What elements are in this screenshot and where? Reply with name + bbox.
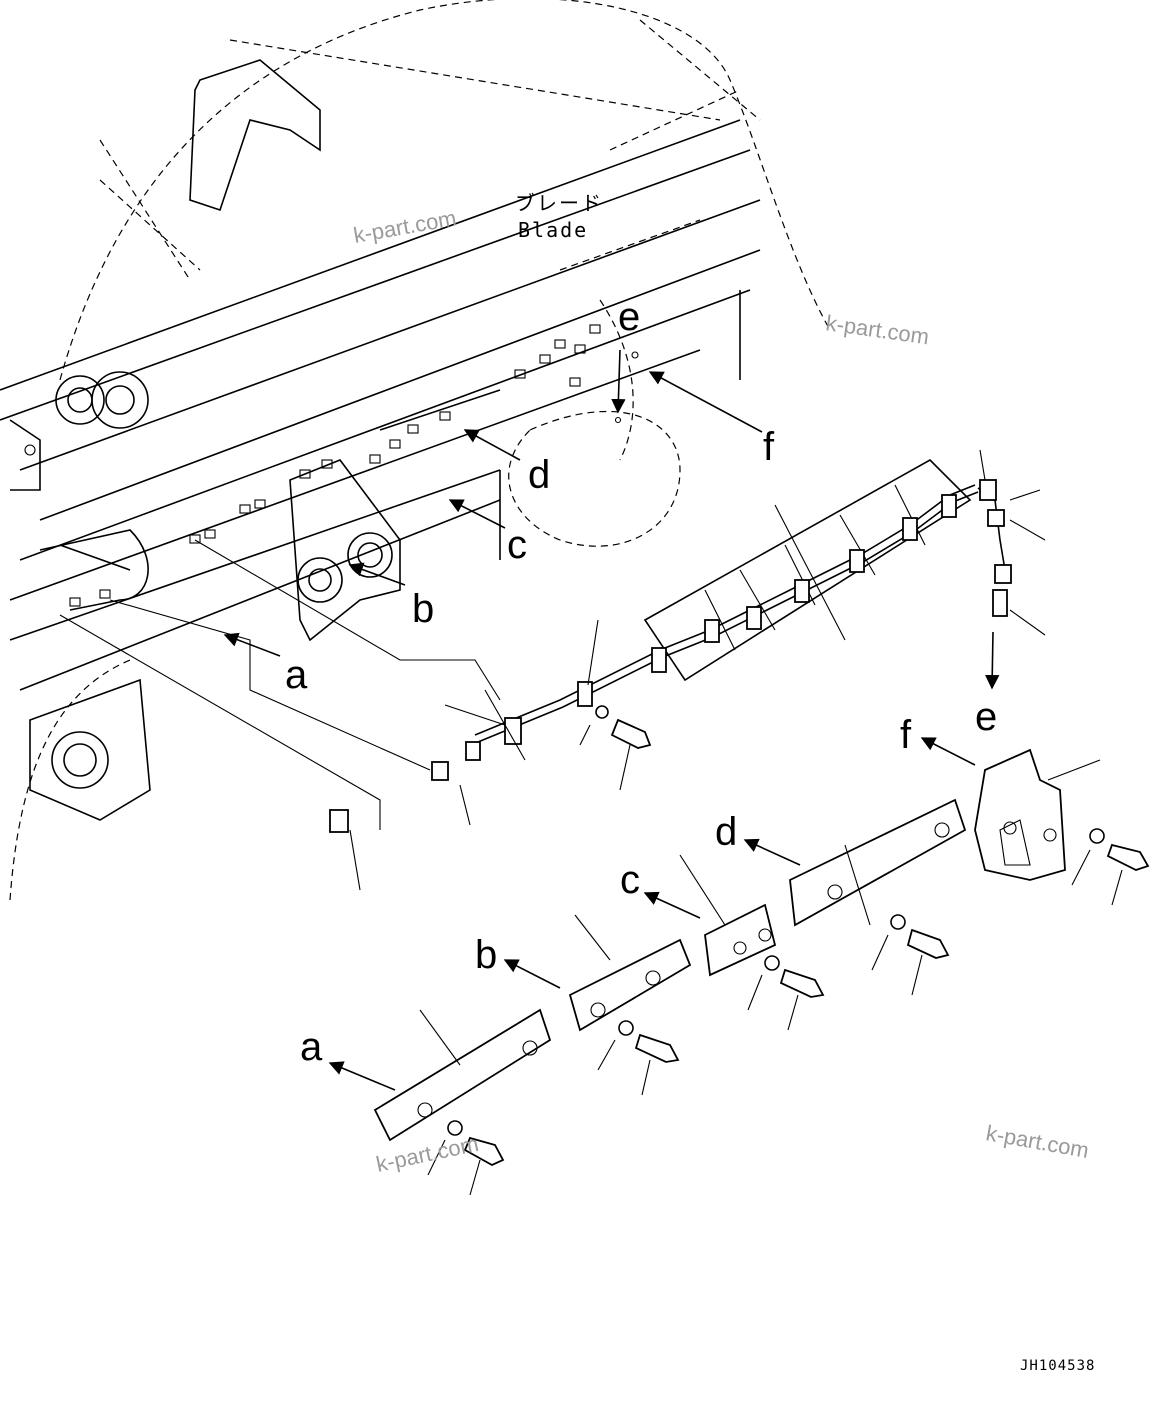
arrow-a-top [223, 632, 281, 657]
label-d-bottom: d [715, 810, 737, 854]
label-a-bottom: a [300, 1025, 323, 1069]
arrow-d-top [463, 429, 521, 461]
label-f-top: f [763, 425, 775, 469]
cover-plates [373, 748, 1066, 1142]
arrow-f-bottom [920, 737, 976, 766]
leader-lines [59, 449, 1123, 1196]
arrow-d-bottom [743, 838, 801, 866]
grease-line-assembly [329, 459, 1012, 833]
blade-frame [0, 59, 761, 821]
label-b-top: b [412, 587, 434, 631]
cover-plate-c [704, 903, 777, 977]
title-jp: ブレード [515, 191, 603, 215]
reference-arrows [223, 349, 1000, 1091]
cover-plate-f [974, 748, 1066, 881]
watermark-2: k-part.com [824, 310, 930, 349]
washers-and-bolts [447, 828, 1150, 1167]
blade-outline [9, 0, 831, 901]
arrow-e-bottom [985, 631, 1000, 690]
label-e-bottom: e [975, 695, 997, 739]
arrow-e-top [611, 349, 626, 414]
label-e-top: e [618, 295, 640, 339]
label-a-top: a [285, 653, 308, 697]
cover-plate-a [373, 1008, 552, 1142]
arrow-b-top [348, 562, 406, 586]
watermark-4: k-part.com [984, 1120, 1091, 1163]
label-b-bottom: b [475, 933, 497, 977]
arrow-b-bottom [503, 959, 561, 989]
title-en: Blade [518, 218, 588, 242]
cover-plate-b [568, 938, 692, 1032]
arrow-f-top [648, 371, 763, 433]
arrow-c-bottom [643, 891, 701, 919]
arrow-c-top [448, 499, 506, 529]
label-f-bottom: f [900, 713, 912, 757]
label-d-top: d [528, 453, 550, 497]
drawing-code: JH104538 [1020, 1358, 1095, 1374]
text-labels: ブレード Blade a b c d e f e f d c b a JH104… [285, 191, 1095, 1374]
watermarks: k-part.com k-part.com k-part.com k-part.… [352, 205, 1091, 1177]
label-c-bottom: c [620, 858, 640, 902]
blade-bolt-heads [69, 324, 639, 607]
cover-plate-d [789, 798, 967, 927]
arrow-a-bottom [328, 1061, 396, 1091]
label-c-top: c [507, 523, 527, 567]
